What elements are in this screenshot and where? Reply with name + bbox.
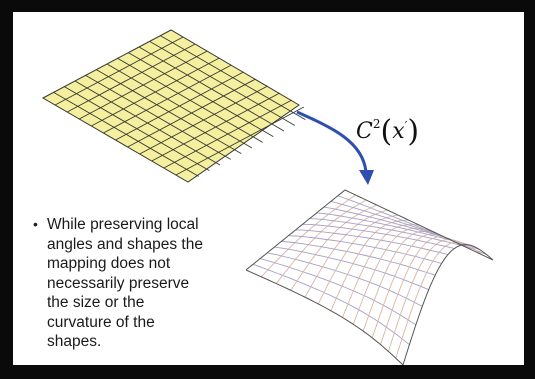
curved-grid-line <box>395 241 483 359</box>
mapping-arrow <box>296 110 374 185</box>
bullet-marker: • <box>33 216 38 232</box>
curved-surface-outline <box>245 189 494 365</box>
bullet-text: While preserving local angles and shapes… <box>47 216 203 350</box>
curved-grid-line <box>274 246 429 291</box>
formula-prime: ′ <box>404 119 408 133</box>
slide: C2(x′) • While preserving local angles a… <box>13 12 524 365</box>
mapping-diagram <box>41 29 494 365</box>
curved-grid-line <box>290 204 377 291</box>
curved-grid-line <box>316 212 468 246</box>
bullet-point: • While preserving local angles and shap… <box>33 215 233 352</box>
flat-grid-line <box>163 99 293 169</box>
formula-argument: x <box>392 119 405 144</box>
flat-grid-line <box>160 35 306 121</box>
arrow-head <box>359 170 374 185</box>
formula-superscript: 2 <box>372 117 381 131</box>
curved-grid-line <box>302 223 455 249</box>
arrow-shaft <box>296 110 368 173</box>
formula-open-paren: ( <box>380 114 393 149</box>
curved-grid-line <box>317 214 398 305</box>
flat-grid-line <box>175 106 305 176</box>
curved-grid-line <box>352 227 430 325</box>
curved-grid-line <box>309 218 462 246</box>
flat-grid-diamond <box>41 29 306 183</box>
curved-grid-line <box>387 239 473 352</box>
formula-base: C <box>356 119 373 144</box>
curved-grid-line <box>252 263 410 345</box>
curved-grid-line <box>342 224 420 318</box>
formula-close-paren: ) <box>407 114 420 149</box>
curved-surface-grid <box>245 189 494 365</box>
mapping-formula: C2(x′) <box>356 114 419 149</box>
